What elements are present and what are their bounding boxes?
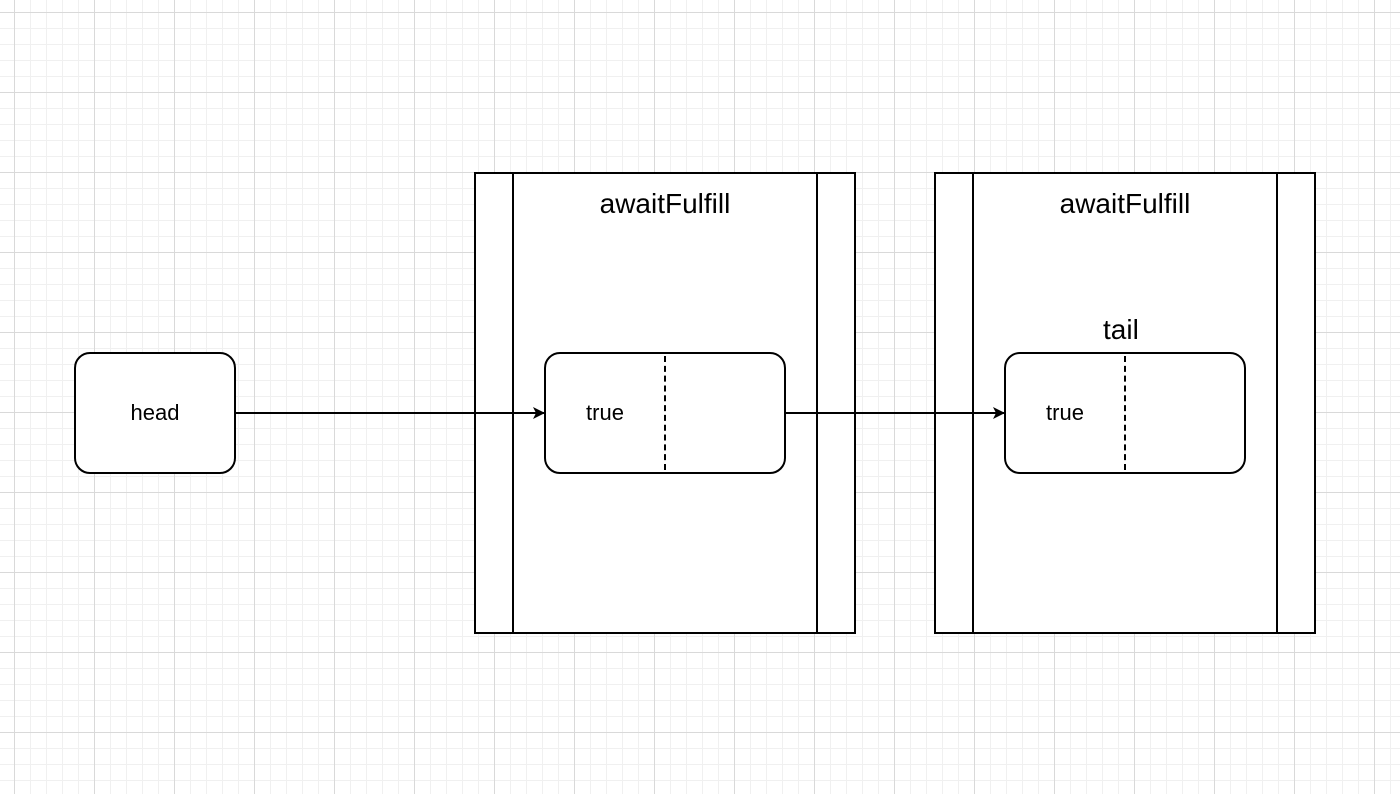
node-divider (664, 356, 666, 470)
list-node-2[interactable]: true (1004, 352, 1246, 474)
tail-label: tail (1103, 314, 1139, 345)
node-divider (1124, 356, 1126, 470)
node-value: true (1046, 400, 1084, 425)
process-left-bar (972, 174, 974, 632)
head-label: head (130, 400, 180, 425)
process-title: awaitFulfill (599, 188, 731, 219)
process-await-fulfill-2[interactable]: awaitFulfill (934, 172, 1316, 634)
node-value: true (586, 400, 624, 425)
process-left-bar (512, 174, 514, 632)
process-title: awaitFulfill (1059, 188, 1191, 219)
node-next-field (1126, 354, 1244, 472)
list-node-1[interactable]: true (544, 352, 786, 474)
node-next-field (666, 354, 784, 472)
head-node[interactable]: head (74, 352, 236, 474)
process-right-bar (816, 174, 818, 632)
process-right-bar (1276, 174, 1278, 632)
